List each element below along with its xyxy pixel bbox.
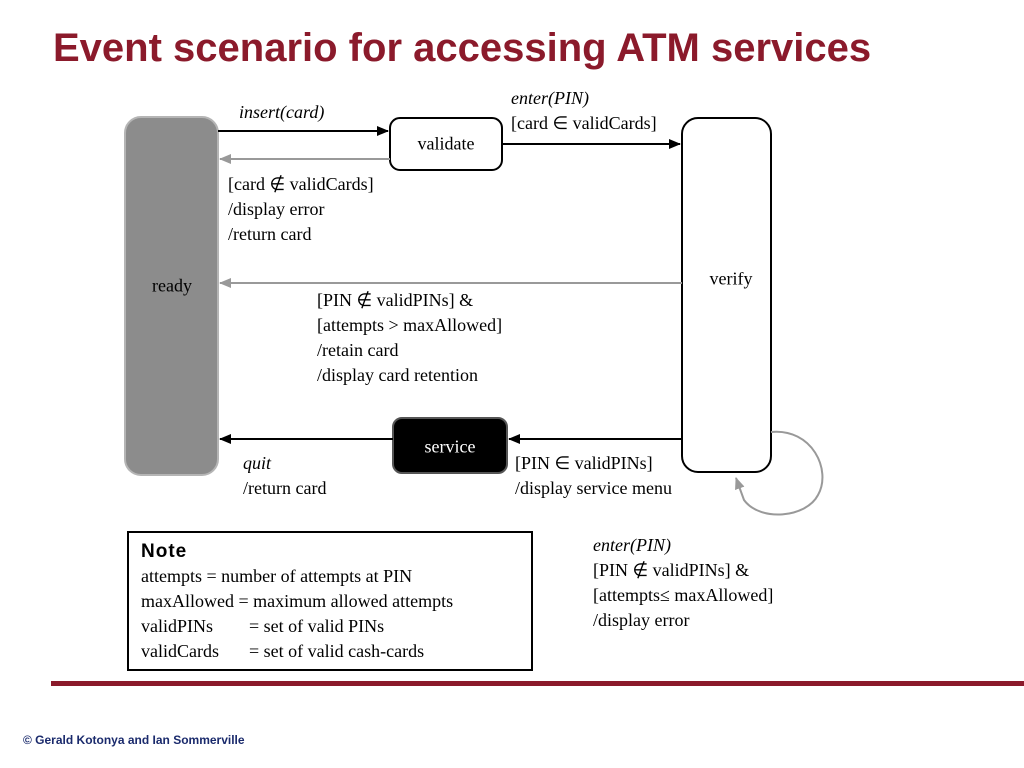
retain-card-action-1: /retain card — [317, 340, 399, 360]
note-row-attempts-text: attempts = number of attempts at PIN — [141, 566, 413, 586]
retain-card-action-2: /display card retention — [317, 365, 478, 385]
invalid-card-guard: [card ∉ validCards] — [228, 174, 374, 194]
enter-pin-label: enter(PIN) [card ∈ validCards] — [511, 86, 657, 136]
note-box: Note attempts = number of attempts at PI… — [127, 531, 533, 671]
note-row-validpins-term: validPINs — [141, 616, 213, 636]
note-row-validcards: validCards = set of valid cash-cards — [141, 639, 519, 664]
note-row-attempts: attempts = number of attempts at PIN — [141, 564, 519, 589]
note-row-maxallowed-text: maxAllowed = maximum allowed attempts — [141, 591, 454, 611]
slide-title: Event scenario for accessing ATM service… — [53, 26, 872, 70]
retain-card-guard-1: [PIN ∉ validPINs] & — [317, 290, 474, 310]
note-row-validpins-def: = set of valid PINs — [249, 616, 385, 636]
copyright-text: © Gerald Kotonya and Ian Sommerville — [23, 733, 245, 747]
validate-state-label: validate — [417, 133, 475, 154]
invalid-card-label: [card ∉ validCards] /display error /retu… — [228, 172, 374, 247]
note-row-validcards-def: = set of valid cash-cards — [249, 641, 425, 661]
quit-event: quit — [243, 453, 272, 473]
valid-pin-label: [PIN ∈ validPINs] /display service menu — [515, 451, 672, 501]
insert-card-event: insert(card) — [239, 102, 325, 122]
quit-action: /return card — [243, 478, 327, 498]
ready-state-label: ready — [152, 275, 192, 296]
retry-pin-event: enter(PIN) — [593, 535, 671, 555]
ready-state — [124, 116, 219, 476]
retry-pin-guard-2: [attempts≤ maxAllowed] — [593, 585, 774, 605]
retain-card-label: [PIN ∉ validPINs] & [attempts > maxAllow… — [317, 288, 502, 388]
retry-pin-guard-1: [PIN ∉ validPINs] & — [593, 560, 750, 580]
note-title: Note — [141, 541, 188, 562]
service-state-label: service — [424, 436, 476, 457]
verify-state-label: verify — [709, 268, 753, 289]
retry-pin-action: /display error — [593, 610, 690, 630]
enter-pin-event: enter(PIN) — [511, 88, 589, 108]
enter-pin-guard: [card ∈ validCards] — [511, 113, 657, 133]
service-state — [392, 417, 508, 474]
footer-divider — [51, 681, 1024, 686]
note-row-maxallowed: maxAllowed = maximum allowed attempts — [141, 589, 519, 614]
insert-card-label: insert(card) — [239, 100, 324, 125]
valid-pin-guard: [PIN ∈ validPINs] — [515, 453, 653, 473]
invalid-card-action-2: /return card — [228, 224, 312, 244]
invalid-card-action-1: /display error — [228, 199, 325, 219]
note-row-validcards-term: validCards — [141, 641, 219, 661]
retry-pin-self-loop — [735, 430, 824, 516]
note-row-validpins: validPINs = set of valid PINs — [141, 614, 519, 639]
verify-state — [681, 117, 772, 473]
retain-card-guard-2: [attempts > maxAllowed] — [317, 315, 503, 335]
quit-label: quit /return card — [243, 451, 326, 501]
valid-pin-action: /display service menu — [515, 478, 672, 498]
retry-pin-label: enter(PIN) [PIN ∉ validPINs] & [attempts… — [593, 533, 773, 633]
